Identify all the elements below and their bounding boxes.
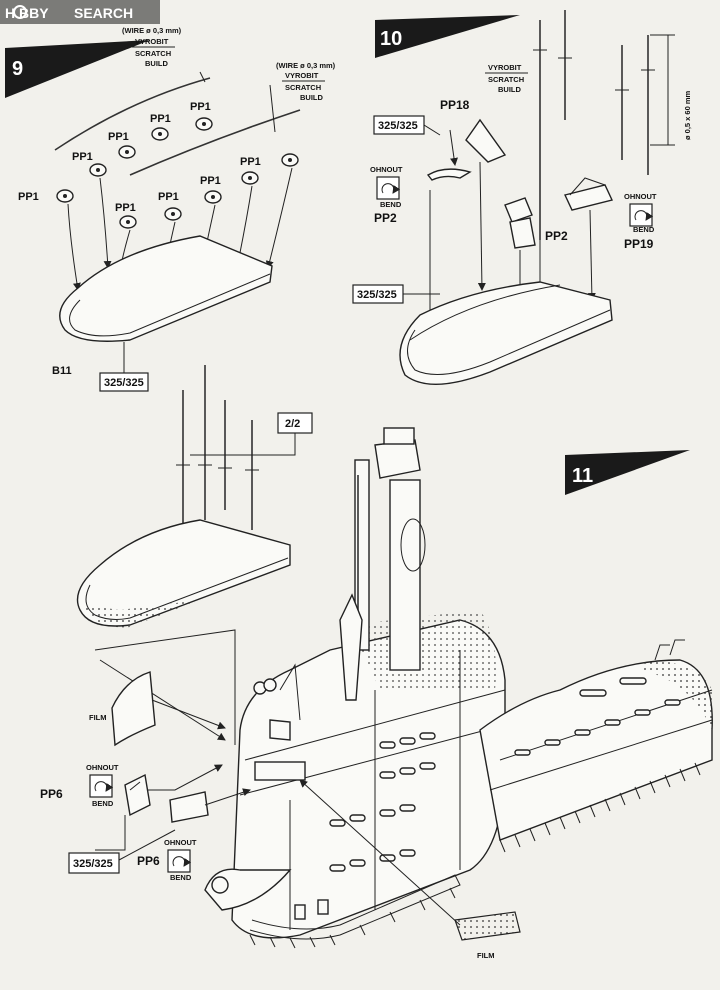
bend-icon-10a [376,176,400,200]
b11-bulwark [59,235,273,342]
submarine-tower [204,427,506,949]
pp1-label-5: PP1 [190,101,211,113]
scratch-label-a: SCRATCH [135,49,171,58]
bend-label-11b: BEND [170,873,192,882]
bend-label-10a: BEND [380,200,402,209]
pp1-parts [56,117,299,229]
ratio-label-11b: 325/325 [73,858,113,870]
pp18-label: PP18 [440,98,470,112]
build-label-b: BUILD [300,93,323,102]
pp1-label-3: PP1 [108,131,129,143]
ratio-label-10a: 325/325 [378,120,418,132]
antenna-wires-11 [176,365,259,530]
pp1-label-9: PP1 [240,156,261,168]
bend-icon-11a [89,774,113,798]
wire-note-a: (WIRE ø 0,3 mm) [122,26,182,35]
ratio-box-11b [68,852,120,874]
bend-icon-11b [167,849,191,873]
step-11: 11 2/2 FILM [40,365,713,960]
ohnout-label-10a: OHNOUT [370,165,403,174]
pp18-part [465,118,507,163]
pp2-label-a: PP2 [374,211,397,225]
step-9: 9 (WIRE ø 0,3 mm) VYROBIT SCRATCH BUILD … [5,26,336,392]
pp2-label-b: PP2 [545,229,568,243]
pp1-label-2: PP1 [72,151,93,163]
pp1-label-8: PP1 [200,175,221,187]
bend-label-10b: BEND [633,225,655,234]
conning-rail-10 [399,281,613,385]
scratch-label-b: SCRATCH [285,83,321,92]
build-label-c: BUILD [498,85,521,94]
watermark: H BBY SEARCH [0,0,160,24]
vyrobit-label-c: VYROBIT [488,63,522,72]
antenna-wires-10 [533,10,655,240]
scratch-label-c: SCRATCH [488,75,524,84]
ohnout-label-11b: OHNOUT [164,838,197,847]
conning-rail-11 [76,519,291,628]
build-label-a: BUILD [145,59,168,68]
pp6-part-a [124,773,151,817]
vyrobit-label-a: VYROBIT [135,37,169,46]
step-11-number: 11 [572,465,593,487]
wire-b [129,109,301,176]
step-9-banner [5,40,150,98]
wire-dim-label: ø 0,5 x 60 mm [683,90,692,140]
step-10: 10 VYROBIT SCRATCH BUILD ø 0,5 x 60 mm P… [352,10,692,385]
pp1-label-1: PP1 [18,191,39,203]
vyrobit-label-b: VYROBIT [285,71,319,80]
bend-icon-10b [629,203,653,227]
pp1-label-7: PP1 [158,191,179,203]
step-10-banner [375,15,520,58]
watermark-suffix: SEARCH [74,5,133,21]
film-part-a [111,671,156,747]
ratio-label-11: 2/2 [285,418,300,430]
film-part-b [454,911,521,941]
pp1-label-4: PP1 [150,113,171,125]
b11-label: B11 [52,365,72,377]
pp1-label-6: PP1 [115,202,136,214]
pp6-part-b [169,791,209,823]
watermark-logo-icon [13,5,27,19]
pp6-label-a: PP6 [40,787,63,801]
ratio-label-9: 325/325 [104,377,144,389]
watermark-brand: H BBY [5,5,49,21]
step-10-number: 10 [380,28,402,50]
pp6-label-b: PP6 [137,854,160,868]
wire-note-b: (WIRE ø 0,3 mm) [276,61,336,70]
submarine-deck [479,639,713,853]
ratio-label-10b: 325/325 [357,289,397,301]
film-label-a: FILM [89,713,107,722]
ohnout-label-10b: OHNOUT [624,192,657,201]
deck-portholes [514,677,681,756]
pp19-label: PP19 [624,237,654,251]
step-11-banner [565,450,690,495]
ohnout-label-11a: OHNOUT [86,763,119,772]
film-label-b: FILM [477,951,495,960]
step-9-number: 9 [12,58,23,80]
bend-label-11a: BEND [92,799,114,808]
wire-a [54,77,211,151]
tower-portholes [294,732,436,920]
